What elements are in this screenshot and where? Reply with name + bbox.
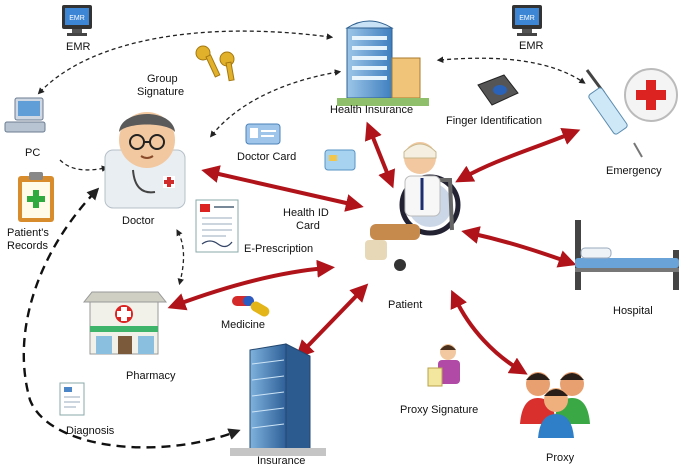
medicine-label: Medicine: [221, 319, 266, 331]
prescription-icon: [195, 199, 239, 253]
card-icon: [324, 149, 356, 171]
pharmacy-icon: [82, 291, 168, 355]
emr-screen-text: EMR: [519, 15, 535, 22]
diagnosis-label: Diagnosis: [66, 425, 115, 437]
fingerprint-scanner-icon: [477, 74, 519, 106]
arrow-pharmacy-patient: [167, 259, 335, 311]
health-insurance-label: Health Insurance: [330, 104, 414, 116]
hospital-label: Hospital: [613, 305, 653, 317]
keys-icon: [195, 45, 235, 82]
doctor-card-label: Doctor Card: [237, 151, 297, 163]
patients-records-label-line1: Patient's: [7, 227, 49, 239]
e-prescription-label: E-Prescription: [244, 243, 314, 255]
pc-label: PC: [25, 147, 41, 159]
arrow-emergency-patient: [455, 128, 581, 183]
computer-icon: EMR: [62, 5, 92, 36]
office-tower-icon: [230, 343, 326, 456]
arrow-insurance-patient: [295, 283, 369, 359]
emr-label-right: EMR: [519, 40, 544, 52]
health-id-card-label-line2: Card: [296, 220, 320, 232]
syringe-icon: [585, 68, 678, 158]
signature-person-icon: [427, 344, 460, 387]
dash-pc-to-health-insurance: [37, 30, 334, 95]
dash-health-insurance-to-emergency: [436, 56, 586, 84]
card-icon: [245, 123, 281, 145]
wheelchair-patient-icon: [365, 142, 461, 271]
arrow-patient-hospital: [461, 226, 577, 268]
hospital-bed-icon: [575, 220, 679, 290]
dash-doctor-to-health-insurance: [209, 69, 342, 138]
long-dashed-loop: [22, 187, 241, 449]
pc-icon: [4, 97, 46, 133]
health-id-card-label-line1: Health ID: [283, 207, 329, 219]
arrow-health-insurance-patient: [364, 121, 396, 189]
report-icon: [59, 382, 85, 416]
emergency-label: Emergency: [606, 165, 662, 177]
proxy-label: Proxy: [546, 452, 575, 464]
pills-icon: [232, 296, 270, 317]
doctor-label: Doctor: [122, 215, 155, 227]
patients-records-label-line2: Records: [7, 240, 48, 252]
dash-doctor-to-eprescription: [176, 229, 185, 286]
arrow-doctor-patient: [201, 165, 364, 212]
proxy-signature-label: Proxy Signature: [400, 404, 479, 416]
clipboard-icon: [18, 172, 54, 222]
building-icon: [337, 20, 429, 106]
doctor-icon: [104, 112, 186, 209]
patient-label: Patient: [388, 299, 423, 311]
group-signature-label-line2: Signature: [137, 86, 185, 98]
finger-identification-label: Finger Identification: [446, 115, 542, 127]
insurance-label: Insurance: [257, 455, 306, 467]
dash-pc-to-doctor: [59, 159, 109, 172]
proxy-people-icon: [520, 372, 590, 438]
emr-label-left: EMR: [66, 41, 91, 53]
pharmacy-label: Pharmacy: [126, 370, 176, 382]
group-signature-label-line1: Group: [147, 73, 178, 85]
red-arrows: [167, 121, 581, 375]
emr-screen-text: EMR: [69, 15, 85, 22]
arrow-patient-proxy: [450, 289, 528, 375]
computer-icon: EMR: [512, 5, 542, 36]
